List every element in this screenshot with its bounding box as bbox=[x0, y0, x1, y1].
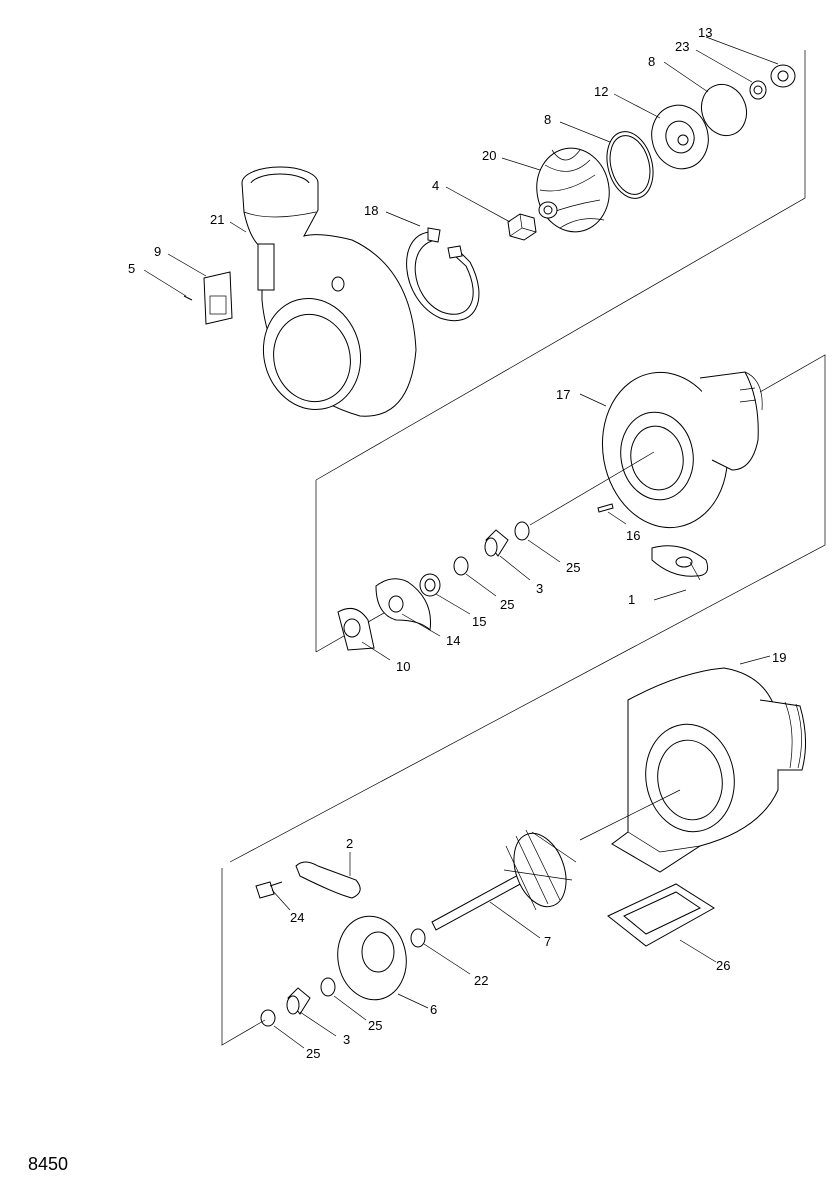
callout-3: 3 bbox=[343, 1032, 350, 1047]
callout-6: 6 bbox=[430, 1002, 437, 1017]
part-21-compressor-housing bbox=[241, 166, 417, 417]
part-9-nameplate bbox=[203, 271, 233, 325]
section-frame-upper bbox=[315, 50, 806, 481]
callout-1: 1 bbox=[628, 592, 635, 607]
part-17-bearing-housing bbox=[601, 371, 763, 529]
callout-16: 16 bbox=[626, 528, 640, 543]
callout-17: 17 bbox=[556, 387, 570, 402]
part-13-plug bbox=[770, 64, 796, 88]
part-5-screw bbox=[183, 295, 193, 301]
callout-4: 4 bbox=[432, 178, 439, 193]
part-24-bolt bbox=[255, 881, 283, 899]
part-22-seal-ring bbox=[410, 928, 426, 948]
callout-labels: 13 23 8 12 8 20 4 18 21 9 5 17 16 25 3 2… bbox=[128, 25, 786, 1061]
part-20-compressor-wheel bbox=[536, 147, 610, 233]
part-6-seal-plate bbox=[337, 915, 407, 1001]
figure-number: 8450 bbox=[28, 1154, 69, 1174]
callout-2: 2 bbox=[346, 836, 353, 851]
callout-21: 21 bbox=[210, 212, 224, 227]
part-1-gasket bbox=[651, 545, 709, 577]
part-16-pin bbox=[597, 503, 614, 513]
callout-8: 8 bbox=[648, 54, 655, 69]
callout-19: 19 bbox=[772, 650, 786, 665]
part-2-plate bbox=[295, 861, 361, 899]
callout-18: 18 bbox=[364, 203, 378, 218]
callout-20: 20 bbox=[482, 148, 496, 163]
part-4-nut bbox=[507, 213, 537, 241]
callout-25: 25 bbox=[306, 1046, 320, 1061]
callout-3: 3 bbox=[536, 581, 543, 596]
callout-26: 26 bbox=[716, 958, 730, 973]
part-23-washer bbox=[749, 80, 767, 100]
part-25-oring-mid bbox=[453, 556, 469, 576]
callout-13: 13 bbox=[698, 25, 712, 40]
part-3-bearing-lower bbox=[286, 987, 311, 1015]
callout-25: 25 bbox=[566, 560, 580, 575]
callout-15: 15 bbox=[472, 614, 486, 629]
part-19-turbine-housing bbox=[611, 667, 807, 873]
part-12-cover bbox=[651, 104, 709, 170]
callout-12: 12 bbox=[594, 84, 608, 99]
part-25-oring-bottom bbox=[260, 1009, 276, 1027]
part-8-disc bbox=[700, 83, 748, 137]
callout-14: 14 bbox=[446, 633, 460, 648]
callout-9: 9 bbox=[154, 244, 161, 259]
part-18-retaining-ring bbox=[406, 227, 480, 322]
callout-8: 8 bbox=[544, 112, 551, 127]
callout-10: 10 bbox=[396, 659, 410, 674]
assembly-lines bbox=[529, 451, 681, 841]
callout-leaders bbox=[143, 36, 779, 1049]
callout-5: 5 bbox=[128, 261, 135, 276]
callout-25: 25 bbox=[368, 1018, 382, 1033]
part-25-oring-upper bbox=[514, 521, 530, 541]
callout-25: 25 bbox=[500, 597, 514, 612]
part-7-turbine-shaft bbox=[431, 829, 577, 931]
part-10-oil-deflector bbox=[337, 607, 375, 651]
callout-23: 23 bbox=[675, 39, 689, 54]
callout-24: 24 bbox=[290, 910, 304, 925]
part-8-snap-ring bbox=[606, 131, 654, 199]
part-3-bearing-upper bbox=[484, 529, 509, 557]
part-15-collar bbox=[419, 573, 441, 597]
callout-22: 22 bbox=[474, 973, 488, 988]
callout-7: 7 bbox=[544, 934, 551, 949]
part-26-gasket bbox=[607, 883, 715, 947]
part-25-oring-lower bbox=[320, 977, 336, 997]
section-frame-lower bbox=[221, 868, 266, 1046]
